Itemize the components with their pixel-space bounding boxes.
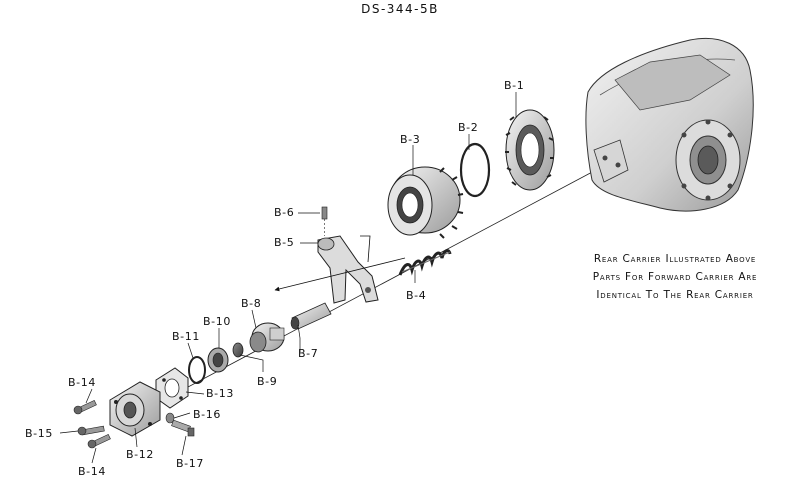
assembly-axis-line — [125, 169, 597, 421]
alignment-arrow-fork — [360, 235, 371, 263]
alignment-arrow-shaft — [274, 257, 406, 292]
note-line-3: Identical To The Rear Carrier — [596, 289, 754, 301]
note-line-1: Rear Carrier Illustrated Above — [593, 253, 757, 265]
part-b13-gasket — [155, 367, 189, 409]
label-b1: B-1 — [504, 79, 525, 92]
label-b16: B-16 — [193, 408, 221, 421]
part-b12-cover — [109, 381, 161, 437]
part-b9-o-ring — [232, 342, 244, 358]
part-b17-fitting — [171, 419, 195, 437]
part-b15-capscrew — [77, 425, 105, 436]
part-b1-clutch-ring — [505, 109, 555, 191]
part-b14-capscrew-top — [73, 399, 97, 415]
carrier-note: Rear Carrier Illustrated Above Parts For… — [540, 250, 800, 304]
label-b2: B-2 — [458, 121, 479, 134]
label-b11: B-11 — [172, 330, 200, 343]
label-b9: B-9 — [257, 375, 278, 388]
part-b8-piston — [249, 322, 285, 353]
label-b3: B-3 — [400, 133, 421, 146]
label-b14-bottom: B-14 — [78, 465, 106, 478]
part-b7-shift-shaft — [290, 302, 332, 330]
part-b3-sliding-clutch — [387, 166, 464, 239]
label-b8: B-8 — [241, 297, 262, 310]
diagram-title: DS-344-5B — [361, 2, 439, 16]
label-b7: B-7 — [298, 347, 319, 360]
label-b17: B-17 — [176, 457, 204, 470]
part-b10-seal — [207, 347, 229, 373]
label-b4: B-4 — [406, 289, 427, 302]
part-b14-capscrew-bottom — [87, 433, 111, 449]
carrier-housing — [585, 37, 754, 212]
label-b10: B-10 — [203, 315, 231, 328]
label-b6: B-6 — [274, 206, 295, 219]
part-b11-o-ring — [188, 356, 206, 384]
label-b13: B-13 — [206, 387, 234, 400]
leader-lines — [59, 92, 517, 464]
part-b5-shift-fork — [317, 235, 379, 304]
label-b15: B-15 — [25, 427, 53, 440]
part-b2-snap-ring — [459, 142, 491, 198]
part-b4-spring — [398, 249, 452, 276]
part-b6-pin — [321, 206, 328, 236]
label-b5: B-5 — [274, 236, 295, 249]
label-b14-top: B-14 — [68, 376, 96, 389]
note-line-2: Parts For Forward Carrier Are — [592, 271, 758, 283]
label-b12: B-12 — [126, 448, 154, 461]
